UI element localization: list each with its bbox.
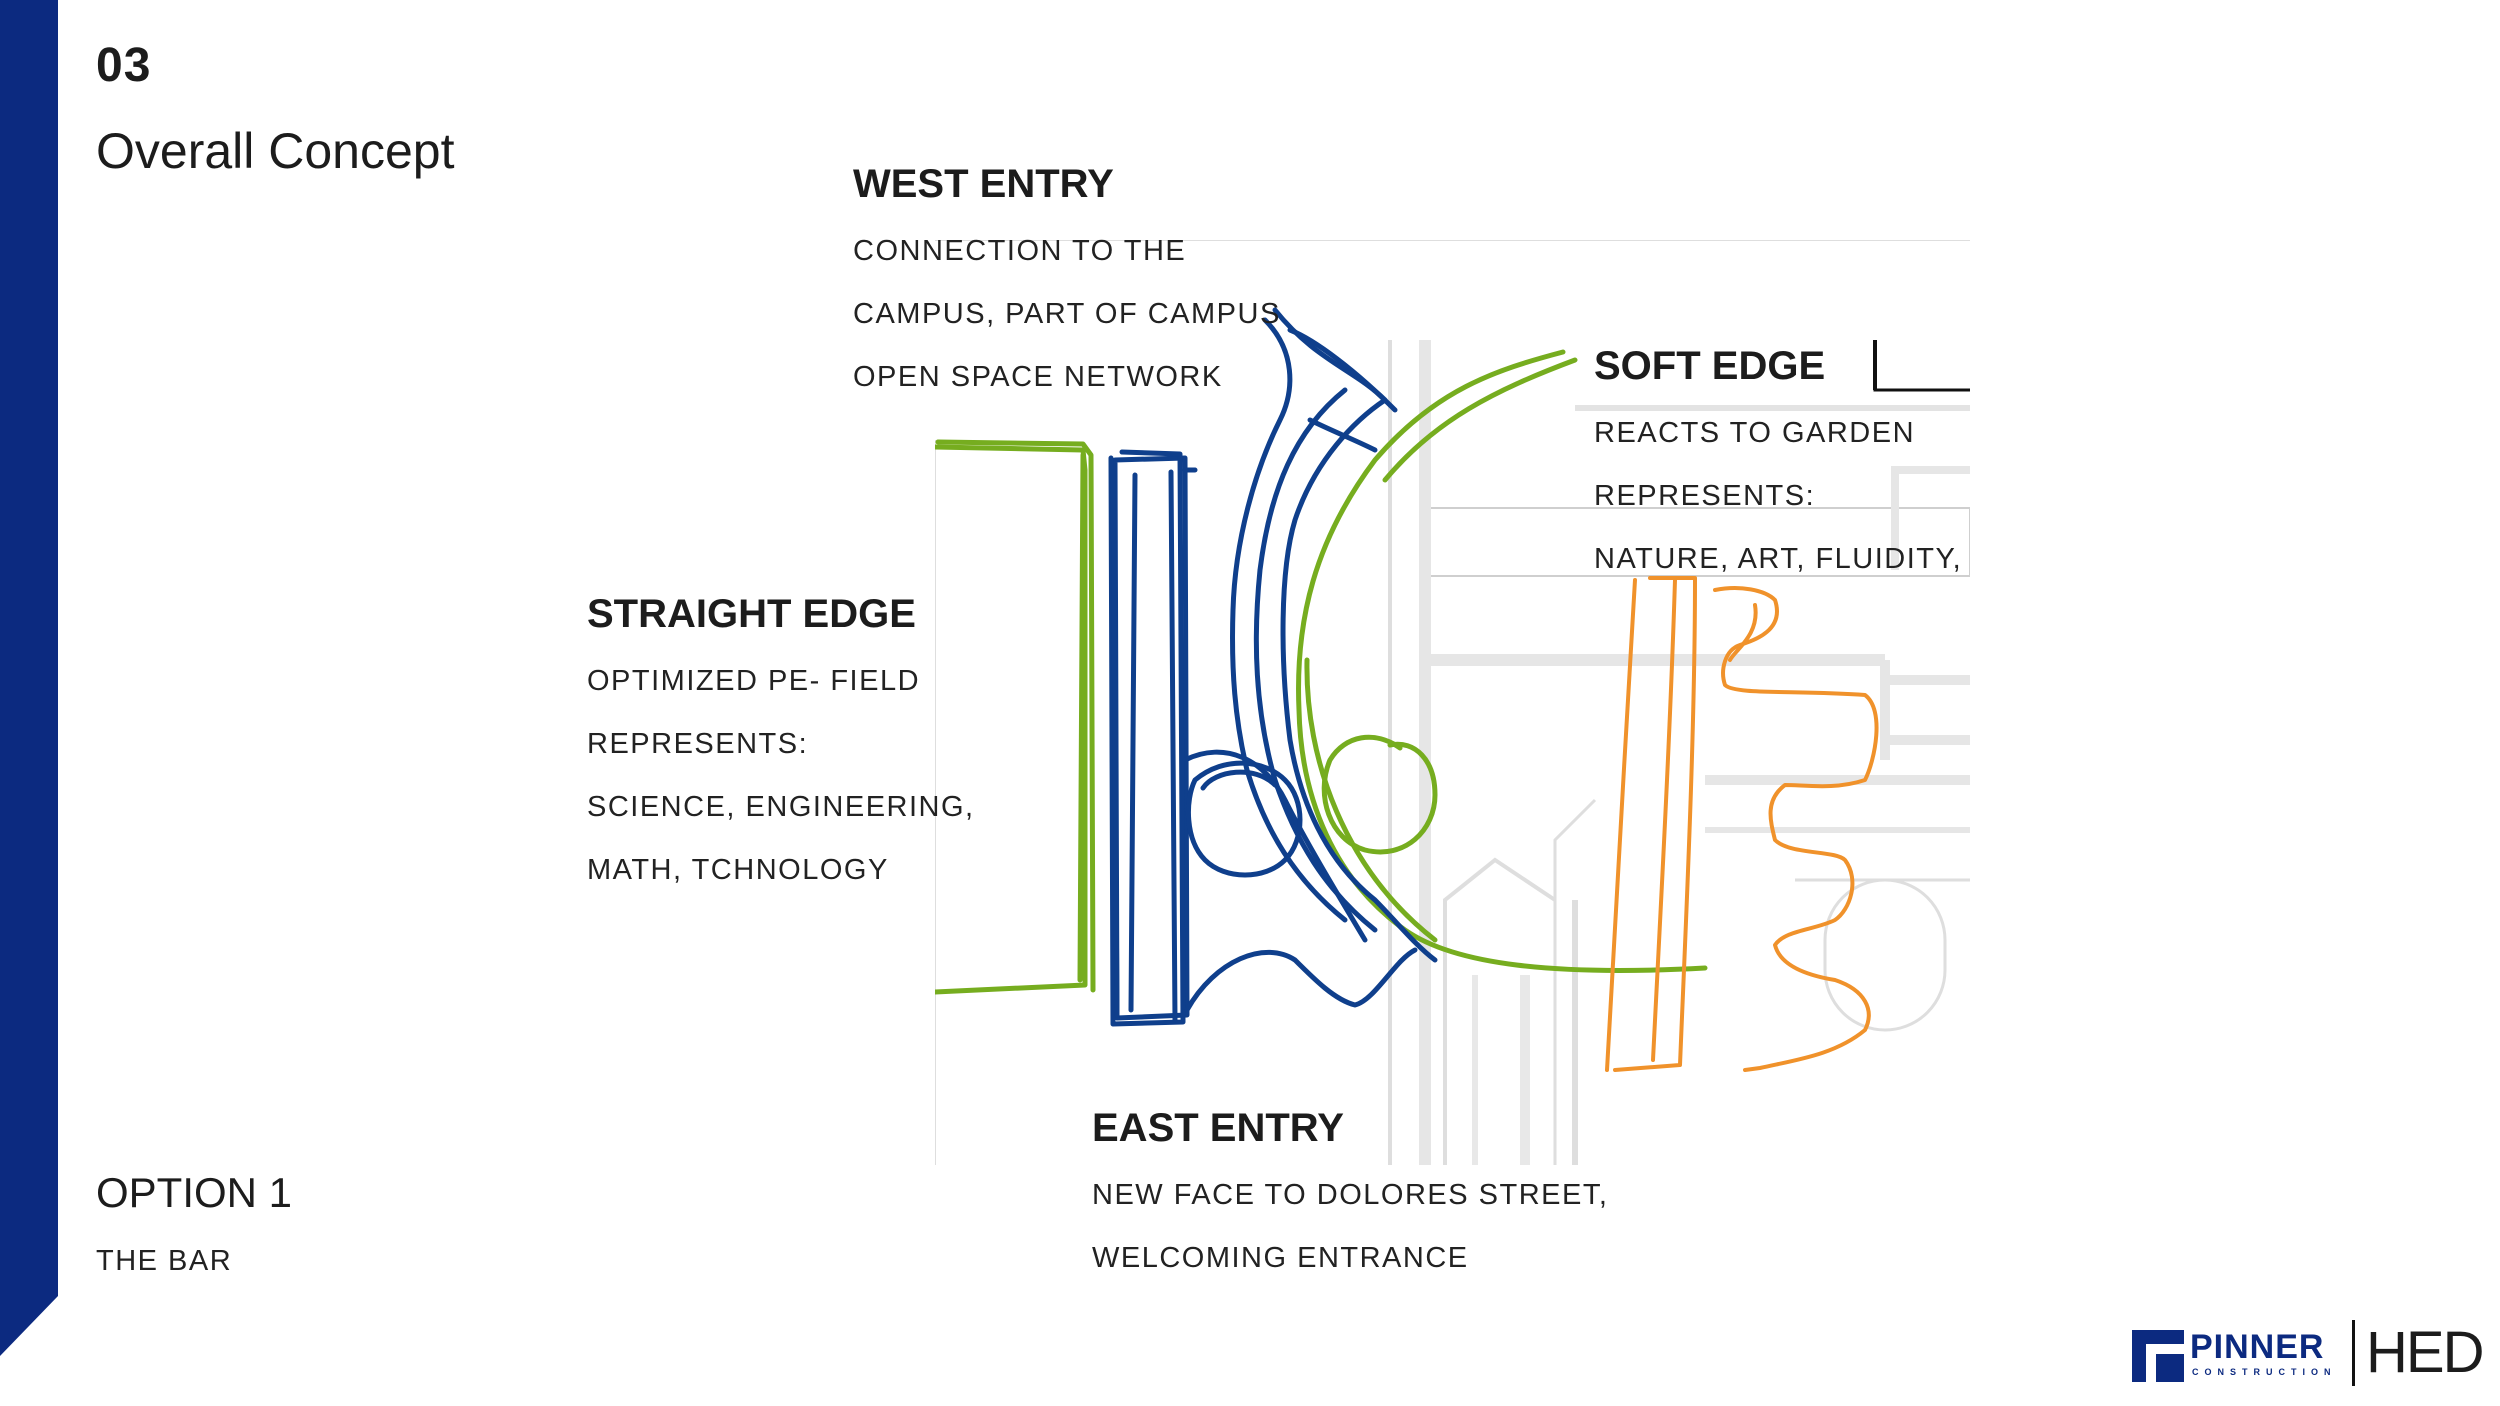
soft-edge-heading: SOFT EDGE <box>1594 344 1826 388</box>
east-entry-line: WELCOMING ENTRANCE <box>1092 1242 1469 1274</box>
green-edge-sketch <box>935 349 1708 995</box>
straight-edge-description: OPTIMIZED PE- FIELD REPRESENTS: SCIENCE,… <box>587 650 975 902</box>
west-entry-line: CONNECTION TO THE <box>853 235 1187 267</box>
side-accent-bar <box>0 0 58 1356</box>
west-entry-line: CAMPUS, PART OF CAMPUS <box>853 298 1281 330</box>
slide-number: 03 <box>96 39 152 92</box>
soft-edge-line: REACTS TO GARDEN <box>1594 417 1916 449</box>
option-heading: OPTION 1 <box>96 1169 293 1216</box>
logo-divider <box>2352 1320 2355 1386</box>
west-entry-heading: WEST ENTRY <box>853 162 1114 206</box>
straight-edge-heading: STRAIGHT EDGE <box>587 592 916 636</box>
east-entry-description: NEW FACE TO DOLORES STREET, WELCOMING EN… <box>1092 1164 1608 1290</box>
option-subtitle: THE BAR <box>96 1245 233 1277</box>
west-entry-line: OPEN SPACE NETWORK <box>853 361 1223 393</box>
straight-edge-line: REPRESENTS: <box>587 728 809 760</box>
straight-edge-line: MATH, TCHNOLOGY <box>587 854 889 886</box>
footer-logos: PINNER CONSTRUCTION HED <box>2130 1320 2500 1396</box>
west-entry-description: CONNECTION TO THE CAMPUS, PART OF CAMPUS… <box>853 220 1281 409</box>
pinner-logo-subtext: CONSTRUCTION <box>2192 1367 2337 1377</box>
slide-title: Overall Concept <box>96 123 455 179</box>
soft-edge-description: REACTS TO GARDEN REPRESENTS: NATURE, ART… <box>1594 402 1962 591</box>
pinner-logo-mark-icon <box>2132 1330 2184 1382</box>
east-entry-heading: EAST ENTRY <box>1092 1106 1344 1150</box>
east-entry-line: NEW FACE TO DOLORES STREET, <box>1092 1179 1609 1211</box>
pinner-logo-text: PINNER <box>2190 1328 2325 1366</box>
soft-edge-line: REPRESENTS: <box>1594 480 1816 512</box>
straight-edge-line: OPTIMIZED PE- FIELD <box>587 665 921 697</box>
soft-edge-line: NATURE, ART, FLUIDITY, <box>1594 543 1963 575</box>
blue-bar-sketch <box>1108 307 1438 1027</box>
concept-sketch-diagram <box>935 240 1970 1165</box>
orange-garden-sketch <box>1605 576 1879 1072</box>
hed-logo-text: HED <box>2366 1320 2484 1385</box>
straight-edge-line: SCIENCE, ENGINEERING, <box>587 791 975 823</box>
